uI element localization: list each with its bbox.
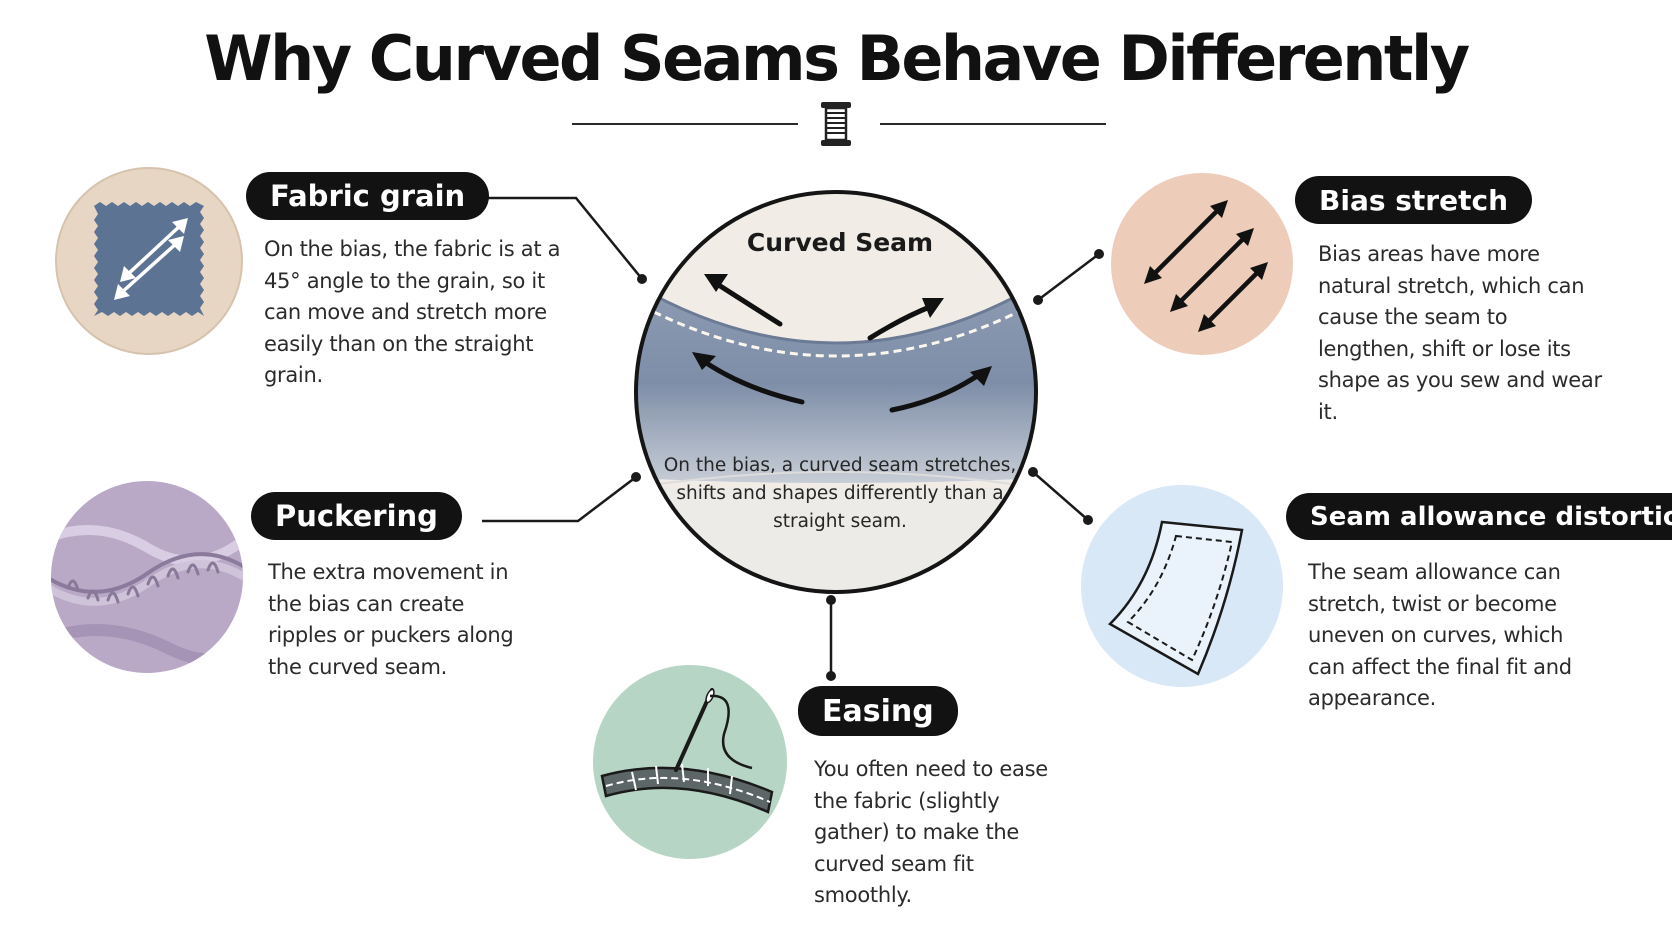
connector-seam-allowance [1032, 471, 1089, 521]
puckered-fabric-icon [51, 481, 243, 673]
curved-seam-illustration [634, 190, 1038, 594]
fabric-grain-description: On the bias, the fabric is at a 45° angl… [264, 237, 561, 387]
bias-stretch-title: Bias stretch [1295, 176, 1533, 224]
seam-allowance-description: The seam allowance can stretch, twist or… [1308, 560, 1572, 710]
puckering-description: The extra movement in the bias can creat… [268, 560, 514, 679]
title-divider-left [572, 123, 798, 125]
connector-puckering [482, 476, 637, 523]
connector-dot [826, 595, 836, 605]
connector-dot [826, 671, 836, 681]
bias-stretch-description: Bias areas have more natural stretch, wh… [1318, 242, 1602, 424]
connector-dot [637, 274, 647, 284]
fabric-grain-title: Fabric grain [246, 172, 490, 220]
title-divider-right [880, 123, 1106, 125]
denim-swatch-icon [55, 167, 243, 355]
page-title: Why Curved Seams Behave Differently [204, 22, 1470, 95]
connector-bias-stretch [1037, 253, 1100, 301]
connector-dot [1083, 515, 1093, 525]
diagonal-arrows-icon [1111, 173, 1293, 355]
connector-dot [631, 472, 641, 482]
puckering-title: Puckering [251, 492, 462, 540]
needle-thread-icon [593, 665, 787, 859]
connector-dot [1028, 467, 1038, 477]
connector-fabric-grain [482, 196, 643, 280]
center-description: On the bias, a curved seam stretches, sh… [663, 455, 1017, 532]
easing-title: Easing [798, 686, 958, 736]
thread-spool-icon [821, 102, 851, 146]
seam-allowance-icon [1081, 485, 1283, 687]
easing-description: You often need to ease the fabric (sligh… [814, 757, 1048, 907]
connector-dot [1033, 295, 1043, 305]
connector-dot [1094, 249, 1104, 259]
seam-allowance-title: Seam allowance distortion [1286, 493, 1672, 540]
center-label: Curved Seam [746, 228, 934, 257]
